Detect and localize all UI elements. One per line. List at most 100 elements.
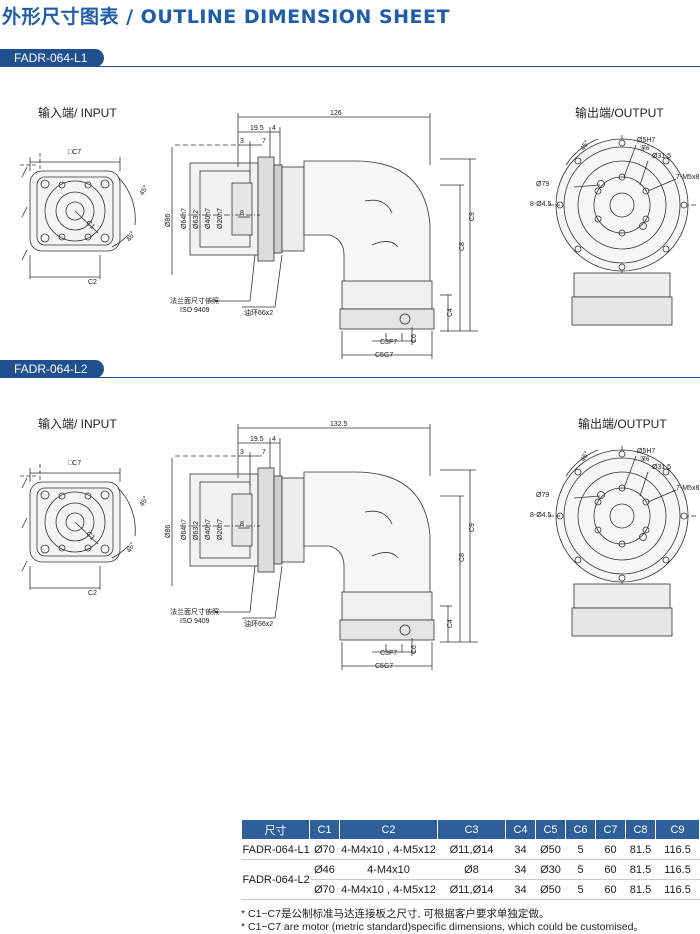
table-cell: 81.5 [625, 859, 656, 880]
out-dim-d315: Ø31.5 [652, 153, 671, 160]
table-cell-model: FADR-064-L1 [241, 839, 310, 860]
dim-c7: □C7 [68, 149, 81, 156]
dim-7: 7 [262, 138, 266, 145]
dim-d632: Ø63.2 [193, 210, 200, 229]
dim-c5: C5G7 [375, 352, 393, 359]
page-title: 外形尺寸图表 / OUTLINE DIMENSION SHEET [2, 6, 450, 28]
out-dim-d45: 8-Ø4.5 [530, 512, 552, 519]
model-tab-l2: FADR-064-L2 [0, 360, 104, 378]
dim-c6: C6 [411, 645, 418, 654]
out-dim-d79: Ø79 [536, 181, 549, 188]
table-cell: Ø11,Ø14 [437, 879, 506, 900]
out-dim-d5: Ø5H7 [637, 137, 655, 144]
side-view [171, 113, 478, 359]
dim-45-b: 45° [125, 230, 137, 243]
table-cell-model: FADR-064-L2 [241, 859, 310, 900]
dim-4: 4 [272, 436, 276, 443]
dim-8: 8 [240, 521, 244, 528]
dim-length: 126 [330, 110, 342, 117]
table-cell: Ø70 [309, 879, 340, 900]
dim-3: 3 [240, 449, 244, 456]
dim-d64: Ø64h7 [181, 208, 188, 229]
iso-label: ISO 9409 [180, 618, 210, 625]
table-row: Ø70 4-M4x10 , 4-M5x12 Ø11,Ø14 34 Ø50 5 6… [242, 879, 700, 900]
flange-note: 法兰面尺寸依照 [170, 607, 219, 616]
table-cell: Ø70 [309, 839, 340, 860]
dim-3: 3 [240, 138, 244, 145]
dim-45-a: 45° [138, 184, 150, 197]
table-cell: 4-M4x10 , 4-M5x12 [339, 879, 438, 900]
table-header-row: 尺寸 C1 C2 C3 C4 C5 C6 C7 C8 C9 [241, 819, 700, 840]
dim-19-5: 19.5 [250, 436, 264, 443]
output-view-label: 输出端/OUTPUT [578, 417, 667, 431]
dim-c8: C8 [459, 553, 466, 562]
table-cell: 34 [505, 839, 536, 860]
table-cell: Ø50 [535, 879, 566, 900]
section-rule [0, 377, 700, 378]
table-cell: Ø46 [309, 859, 340, 880]
dim-c9: C9 [469, 523, 476, 532]
table-cell: 5 [565, 839, 596, 860]
col-header: C9 [655, 819, 700, 840]
dim-c9: C9 [469, 212, 476, 221]
dim-d86: Ø86 [165, 214, 172, 227]
col-header: C1 [309, 819, 340, 840]
iso-label: ISO 9409 [180, 307, 210, 314]
dim-c1: C1 [85, 219, 96, 230]
col-header: C4 [505, 819, 536, 840]
out-dim-d79: Ø79 [536, 492, 549, 499]
dim-45-a: 45° [138, 495, 150, 508]
out-dim-m5: 7-M5x8 [676, 174, 699, 181]
table-cell: 34 [505, 879, 536, 900]
side-view [171, 424, 478, 670]
out-dim-d315: Ø31.5 [652, 464, 671, 471]
dim-c3: C3F7 [380, 339, 397, 346]
out-dim-m5: 7-M5x8 [676, 485, 699, 492]
dim-d20: Ø20h7 [217, 208, 224, 229]
col-header: 尺寸 [241, 819, 310, 840]
col-header: C5 [535, 819, 566, 840]
dim-c2: C2 [88, 590, 97, 597]
out-dim-deep: 深6 [640, 455, 650, 463]
input-view-label: 输入端/ INPUT [38, 106, 117, 120]
output-view [548, 446, 696, 637]
table-cell: Ø8 [437, 859, 506, 880]
dim-d40: Ø40h7 [205, 519, 212, 540]
col-header: C6 [565, 819, 596, 840]
table-row: FADR-064-L1 Ø70 4-M4x10 , 4-M5x12 Ø11,Ø1… [241, 839, 700, 860]
table-cell: 34 [505, 859, 536, 880]
table-cell: Ø11,Ø14 [437, 839, 506, 860]
dim-19-5: 19.5 [250, 125, 264, 132]
table-cell: Ø30 [535, 859, 566, 880]
technical-drawing-l2: □C7 45° 45° C1 C2 132.5 19.5 4 3 7 8 Ø86… [20, 421, 699, 670]
dim-c3: C3F7 [380, 650, 397, 657]
col-header: C3 [437, 819, 506, 840]
table-cell: 60 [595, 839, 626, 860]
dimension-table: 尺寸 C1 C2 C3 C4 C5 C6 C7 C8 C9 FADR-064-L… [241, 819, 700, 900]
dim-c6: C6 [411, 334, 418, 343]
dim-c1: C1 [85, 530, 96, 541]
dim-c4: C4 [447, 308, 454, 317]
table-cell: 60 [595, 879, 626, 900]
dim-8: 8 [240, 210, 244, 217]
dim-d40: Ø40h7 [205, 208, 212, 229]
output-view [548, 135, 696, 326]
output-view-label: 输出端/OUTPUT [575, 106, 664, 120]
table-cell: 116.5 [655, 879, 700, 900]
dim-c4: C4 [447, 619, 454, 628]
model-tab-l1: FADR-064-L1 [0, 49, 104, 67]
table-cell: 116.5 [655, 839, 700, 860]
dim-d20: Ø20h7 [217, 519, 224, 540]
dim-c5: C5G7 [375, 663, 393, 670]
technical-drawing-l1: □C7 45° 45° C1 C2 126 19.5 4 3 7 8 Ø86 Ø… [20, 110, 699, 359]
dim-d86: Ø86 [165, 525, 172, 538]
table-cell: 4-M4x10 , 4-M5x12 [339, 839, 438, 860]
dim-c7: □C7 [68, 460, 81, 467]
out-dim-d45: 8-Ø4.5 [530, 201, 552, 208]
oring-label: 油环66x2 [244, 619, 273, 628]
note-chinese: * C1~C7是公制标准马达连接板之尺寸, 可根据客户要求单独定做。 [241, 908, 550, 920]
table-cell: Ø50 [535, 839, 566, 860]
table-cell: 116.5 [655, 859, 700, 880]
table-cell: 81.5 [625, 879, 656, 900]
table-cell: 5 [565, 859, 596, 880]
